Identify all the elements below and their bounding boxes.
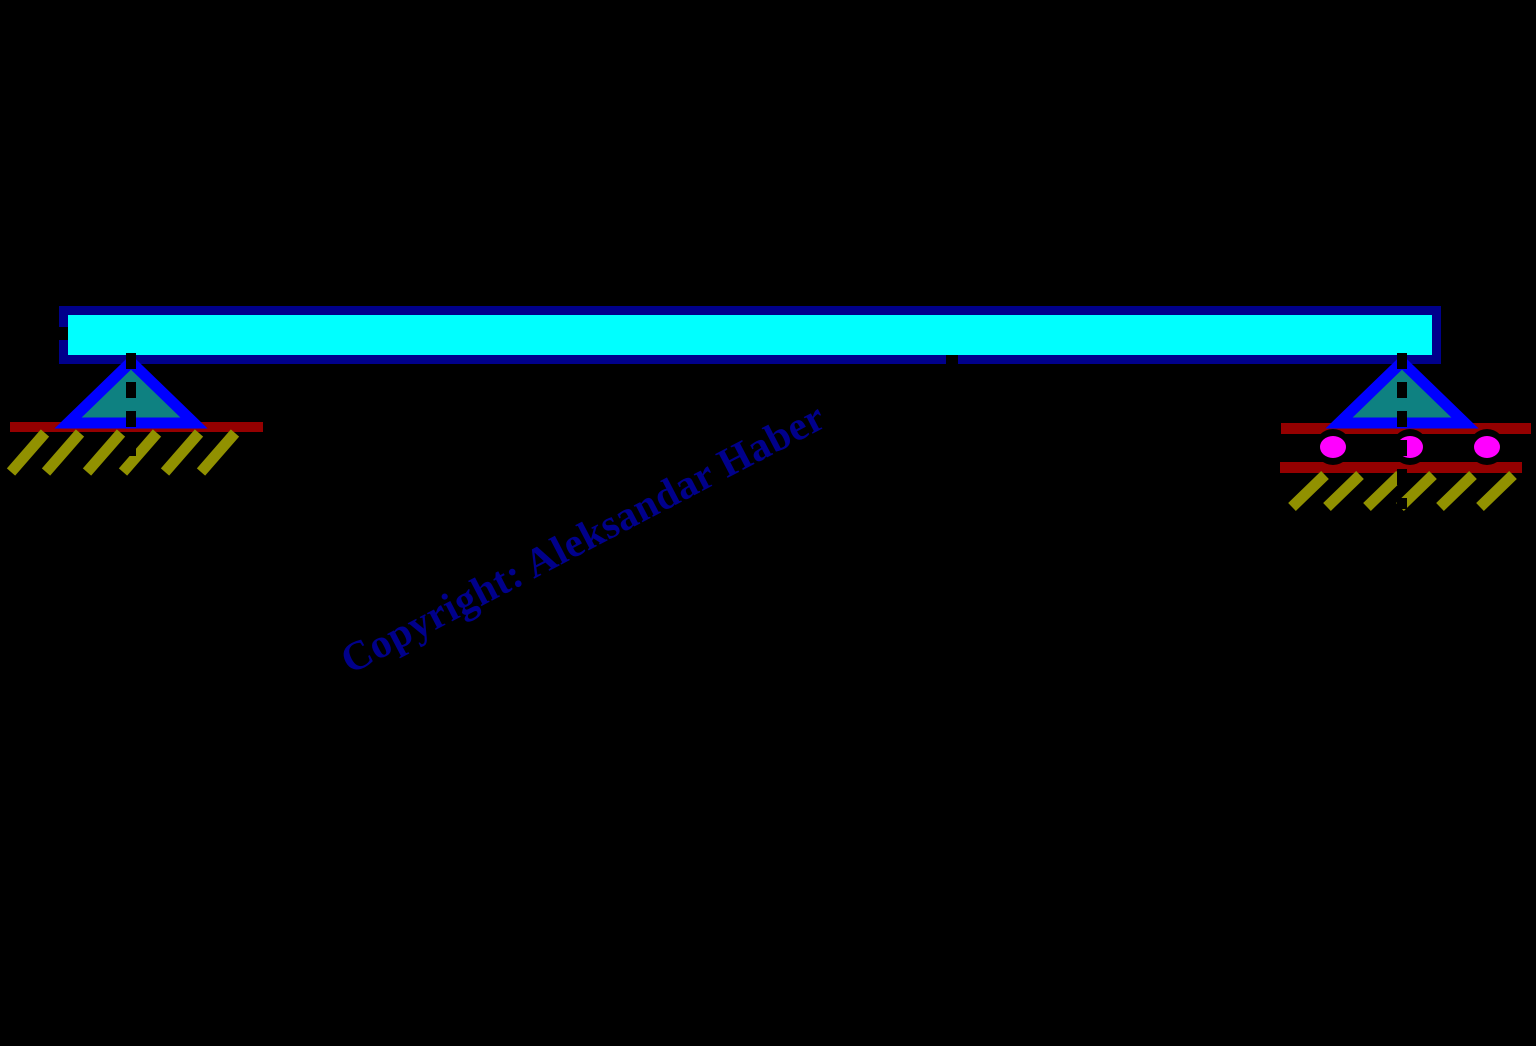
beam (59, 306, 1441, 365)
ground-hatching (6, 429, 240, 476)
beam-left-edge-notch (59, 327, 68, 340)
roller-wheel (1320, 436, 1346, 458)
beam-midspan-tick (946, 355, 958, 365)
beam-body (68, 315, 1432, 355)
rollers (1315, 429, 1505, 465)
ground-hatching (1288, 471, 1517, 511)
ground-bar (1280, 462, 1522, 473)
roller-wheel (1474, 436, 1500, 458)
pin-support-left (6, 353, 263, 476)
roller-support-right (1280, 353, 1531, 511)
